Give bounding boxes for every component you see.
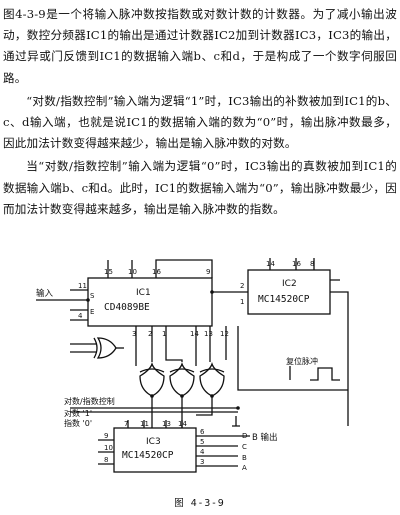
svg-text:2: 2 [148,330,152,338]
exp-label: 指数 '0' [64,418,92,428]
output-label: B 输出 [252,432,278,443]
clock-waveform [310,367,340,381]
paragraph-2: “对数/指数控制”输入端为逻辑“1”时，IC3输出的补数被加到IC1的b、c、d… [3,93,397,151]
svg-text:15: 15 [104,268,113,276]
svg-text:7: 7 [124,420,128,428]
paragraph-1: 图4-3-9是一个将输入脉冲数按指数或对数计数的计数器。为了减小输出波动，数控分… [3,7,397,85]
ic2-box [247,269,331,315]
svg-text:12: 12 [220,330,229,338]
ic3-name: IC3 [146,437,161,447]
svg-text:1: 1 [162,330,166,338]
clock-label: 复位脉冲 [286,356,318,366]
svg-text:13: 13 [204,330,213,338]
ic2-name: IC2 [282,279,297,289]
ic1-name: IC1 [136,288,151,298]
left-xor-gate [96,337,117,359]
svg-text:2: 2 [240,282,244,290]
svg-text:S: S [90,292,95,300]
control-wire [70,407,238,413]
svg-text:9: 9 [206,268,210,276]
ic1-part: CD4089BE [104,302,150,313]
svg-text:10: 10 [104,444,113,452]
svg-text:5: 5 [200,438,204,446]
svg-text:16: 16 [152,268,161,276]
svg-text:3: 3 [200,458,204,466]
circuit-diagram: IC1 CD4089BE IC2 MC14520CP IC3 MC14520CP… [36,258,349,473]
text-block: 图4-3-9是一个将输入脉冲数按指数或对数计数的计数器。为了减小输出波动，数控分… [3,4,397,222]
svg-text:D: D [242,432,247,440]
svg-text:16: 16 [292,260,301,268]
ic3-part: MC14520CP [122,450,174,461]
svg-text:3: 3 [132,330,136,338]
ic3-box [113,427,197,473]
svg-text:1: 1 [240,298,244,306]
svg-text:14: 14 [190,330,199,338]
svg-text:9: 9 [104,432,108,440]
svg-text:A: A [242,464,247,472]
input-label: 输入 [36,288,54,299]
svg-text:8: 8 [104,456,108,464]
svg-text:E: E [90,308,94,316]
svg-text:C: C [242,443,247,451]
figure-caption: 图 4-3-9 [174,498,226,509]
paragraph-3: 当“对数/指数控制”输入端为逻辑“0”时，IC3输出的真数被加到IC1的数据输入… [3,159,397,216]
control-label: 对数/指数控制 [64,396,115,406]
ic1-box [87,277,213,327]
ic2-part: MC14520CP [258,294,310,305]
svg-text:4: 4 [200,448,205,456]
svg-text:B: B [242,454,247,462]
log-label: 对数 '1' [64,408,92,418]
svg-text:11: 11 [78,282,87,290]
svg-text:4: 4 [78,312,83,320]
svg-text:11: 11 [140,420,149,428]
svg-text:8: 8 [310,260,314,268]
svg-text:14: 14 [178,420,187,428]
xor-gates [139,361,225,397]
svg-text:13: 13 [162,420,171,428]
svg-text:14: 14 [266,260,275,268]
svg-text:6: 6 [200,428,205,436]
svg-text:10: 10 [128,268,137,276]
